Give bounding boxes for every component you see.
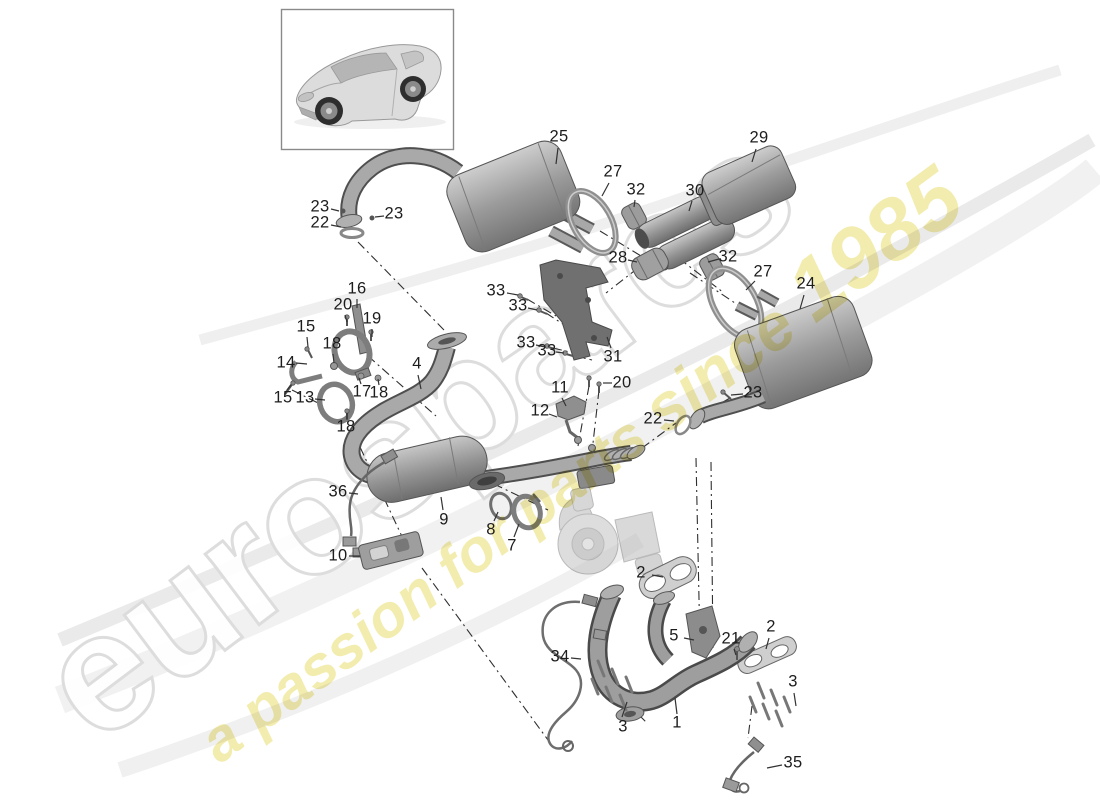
- eurospares-watermark: eurospares: [3, 91, 827, 777]
- leader-line-14: [295, 362, 308, 365]
- part-callout-20: 20: [333, 295, 353, 314]
- leader-line-21: [733, 648, 737, 656]
- leader-line-35: [766, 764, 783, 769]
- leader-line-1: [674, 697, 678, 715]
- leader-line-2: [765, 637, 770, 650]
- leader-line-18: [332, 353, 335, 364]
- screw-19: [368, 329, 374, 335]
- car-body: [295, 44, 442, 127]
- part-callout-21: 21: [721, 629, 741, 648]
- bolt-23: [340, 208, 346, 214]
- car-inset-frame: [280, 8, 455, 151]
- oxygen-sensor-35: [722, 736, 765, 794]
- leader-line-5: [683, 637, 695, 641]
- leader-line-20: [344, 314, 348, 323]
- mount-18: [330, 362, 338, 370]
- leader-line-25: [555, 147, 559, 165]
- leader-line-34: [570, 657, 582, 660]
- car-windshield: [330, 52, 398, 84]
- strap-16: [351, 303, 369, 355]
- leader-line-23: [330, 208, 340, 212]
- part-callout-25: 25: [549, 127, 569, 146]
- part-callout-2: 2: [636, 563, 646, 582]
- leader-line-3: [621, 701, 628, 718]
- part-callout-2: 2: [766, 617, 776, 636]
- part-callout-22: 22: [310, 213, 330, 232]
- screw-15: [304, 346, 310, 352]
- part-callout-3: 3: [618, 717, 628, 736]
- gasket-22-left: [339, 227, 365, 239]
- part-callout-16: 16: [347, 279, 367, 298]
- manifold-gasket-2-right: [737, 636, 797, 674]
- oxygen-sensor-34: [541, 593, 608, 752]
- screw-20: [344, 314, 350, 320]
- support-bracket-5: [685, 605, 721, 659]
- bolt-23: [369, 215, 375, 221]
- leader-line-22: [330, 224, 342, 228]
- part-callout-23: 23: [384, 204, 404, 223]
- leader-line-15: [306, 336, 309, 348]
- leader-line-23: [374, 215, 385, 218]
- studs-3-left: [590, 659, 634, 712]
- part-callout-34: 34: [550, 647, 570, 666]
- car-inset: [280, 8, 455, 151]
- part-callout-23: 23: [310, 197, 330, 216]
- part-callout-15: 15: [296, 317, 316, 336]
- leader-line-3: [793, 692, 797, 707]
- leader-line-2: [651, 574, 664, 578]
- exhaust-manifold-1: [587, 584, 758, 722]
- screw-15b: [290, 380, 296, 386]
- part-callout-18: 18: [322, 334, 342, 353]
- part-callout-35: 35: [783, 753, 803, 772]
- part-callout-3: 3: [788, 672, 798, 691]
- car-front-wheel: [315, 97, 343, 125]
- part-callout-15: 15: [273, 388, 293, 407]
- leader-line-15: [286, 384, 292, 391]
- manifold-gasket-2-upper: [638, 556, 697, 599]
- car-rear-wheel: [400, 76, 426, 102]
- bracket-14: [289, 360, 323, 385]
- part-callout-1: 1: [672, 713, 682, 732]
- studs-3-right: [748, 681, 792, 728]
- part-callout-5: 5: [669, 626, 679, 645]
- part-callout-14: 14: [276, 353, 296, 372]
- part-callout-19: 19: [362, 309, 382, 328]
- bolt-21: [734, 646, 740, 660]
